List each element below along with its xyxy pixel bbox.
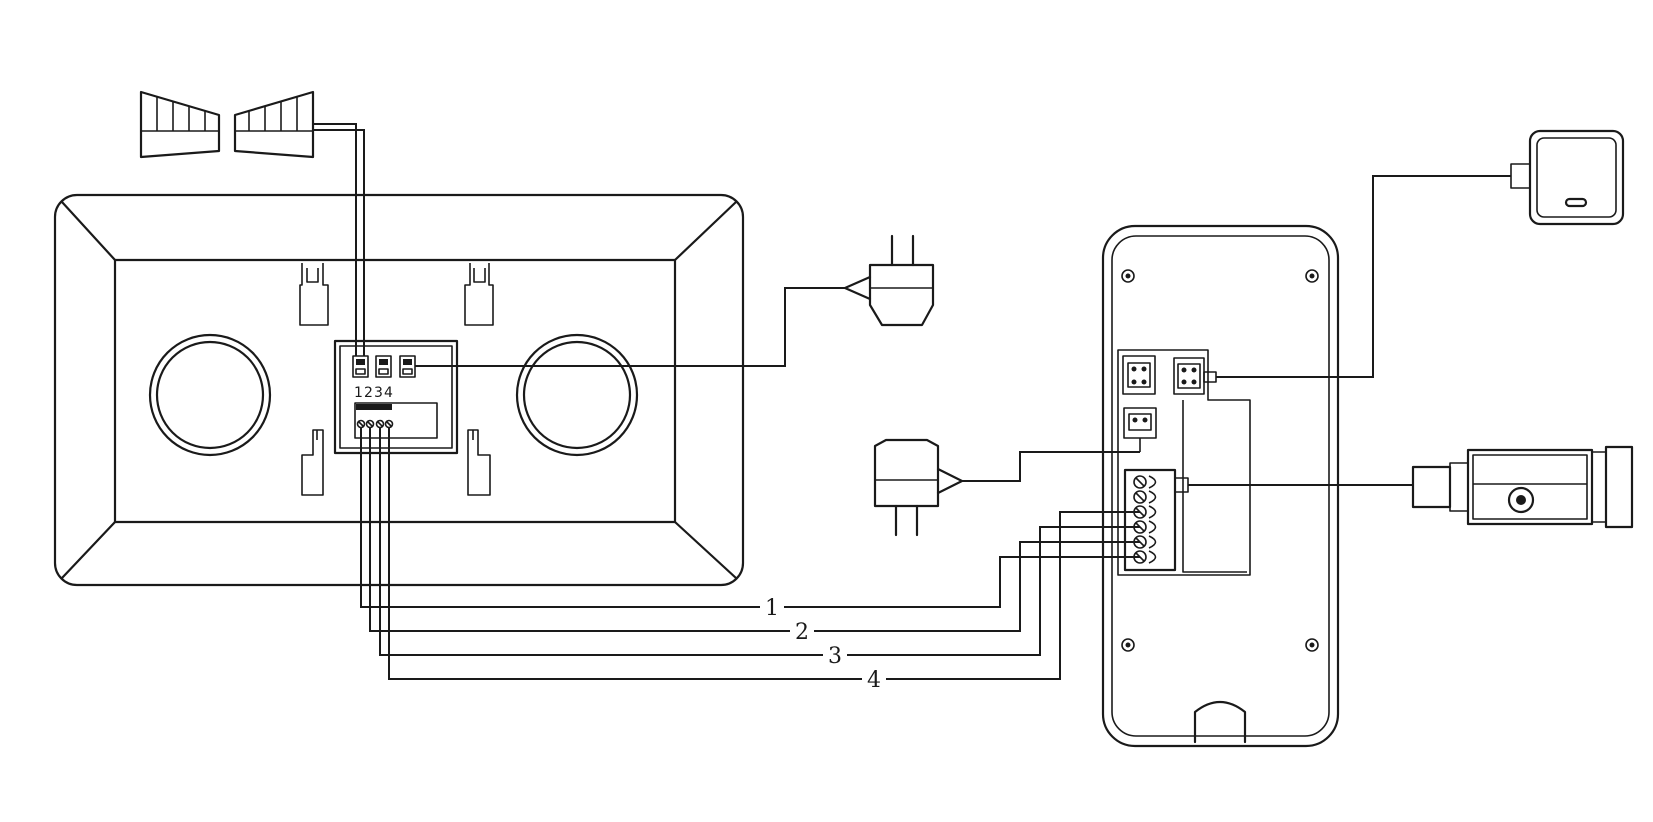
door-station-power-adapter bbox=[873, 438, 964, 537]
mounting-hook-top-left bbox=[299, 263, 329, 326]
bus-wire-1 bbox=[360, 428, 1140, 608]
exit-button bbox=[1510, 129, 1625, 226]
monitor-power-adapter bbox=[843, 234, 935, 327]
terminal-label-2: 2 bbox=[364, 385, 373, 401]
door-station-connectors bbox=[1122, 355, 1217, 572]
bus-wire-2 bbox=[369, 428, 1140, 632]
monitor-terminal-labels: 1 2 3 4 bbox=[354, 385, 393, 401]
indoor-monitor bbox=[53, 193, 745, 587]
right-speaker-grille bbox=[515, 333, 639, 457]
mounting-hook-top-right bbox=[464, 263, 494, 326]
bus-wires: 1 2 3 4 bbox=[360, 428, 1140, 693]
bus-wire-4 bbox=[388, 428, 1140, 680]
bus-wire-3 bbox=[379, 428, 1140, 656]
chime-wire-1 bbox=[313, 123, 357, 356]
wire-label-4: 4 bbox=[867, 668, 881, 693]
exit-button-wire bbox=[1216, 175, 1511, 378]
mounting-hook-bottom-left bbox=[301, 429, 324, 496]
mounting-hook-bottom-right bbox=[467, 429, 491, 496]
chime-wire-2 bbox=[313, 129, 365, 356]
wire-label-1: 1 bbox=[765, 596, 779, 621]
terminal-label-3: 3 bbox=[374, 385, 383, 401]
door-station bbox=[1101, 224, 1340, 748]
wire-label-2: 2 bbox=[795, 620, 809, 645]
wire-label-3: 3 bbox=[828, 644, 842, 669]
electric-lock bbox=[1411, 445, 1634, 529]
terminal-label-1: 1 bbox=[354, 385, 363, 401]
monitor-power-wire bbox=[415, 287, 845, 367]
chime-speakers bbox=[139, 90, 315, 159]
monitor-terminal-panel: 1 2 3 4 bbox=[333, 339, 459, 455]
door-station-screw-terminals bbox=[1133, 475, 1157, 564]
door-station-power-wire bbox=[962, 451, 1140, 482]
left-speaker-grille bbox=[148, 333, 272, 457]
terminal-label-4: 4 bbox=[384, 385, 393, 401]
